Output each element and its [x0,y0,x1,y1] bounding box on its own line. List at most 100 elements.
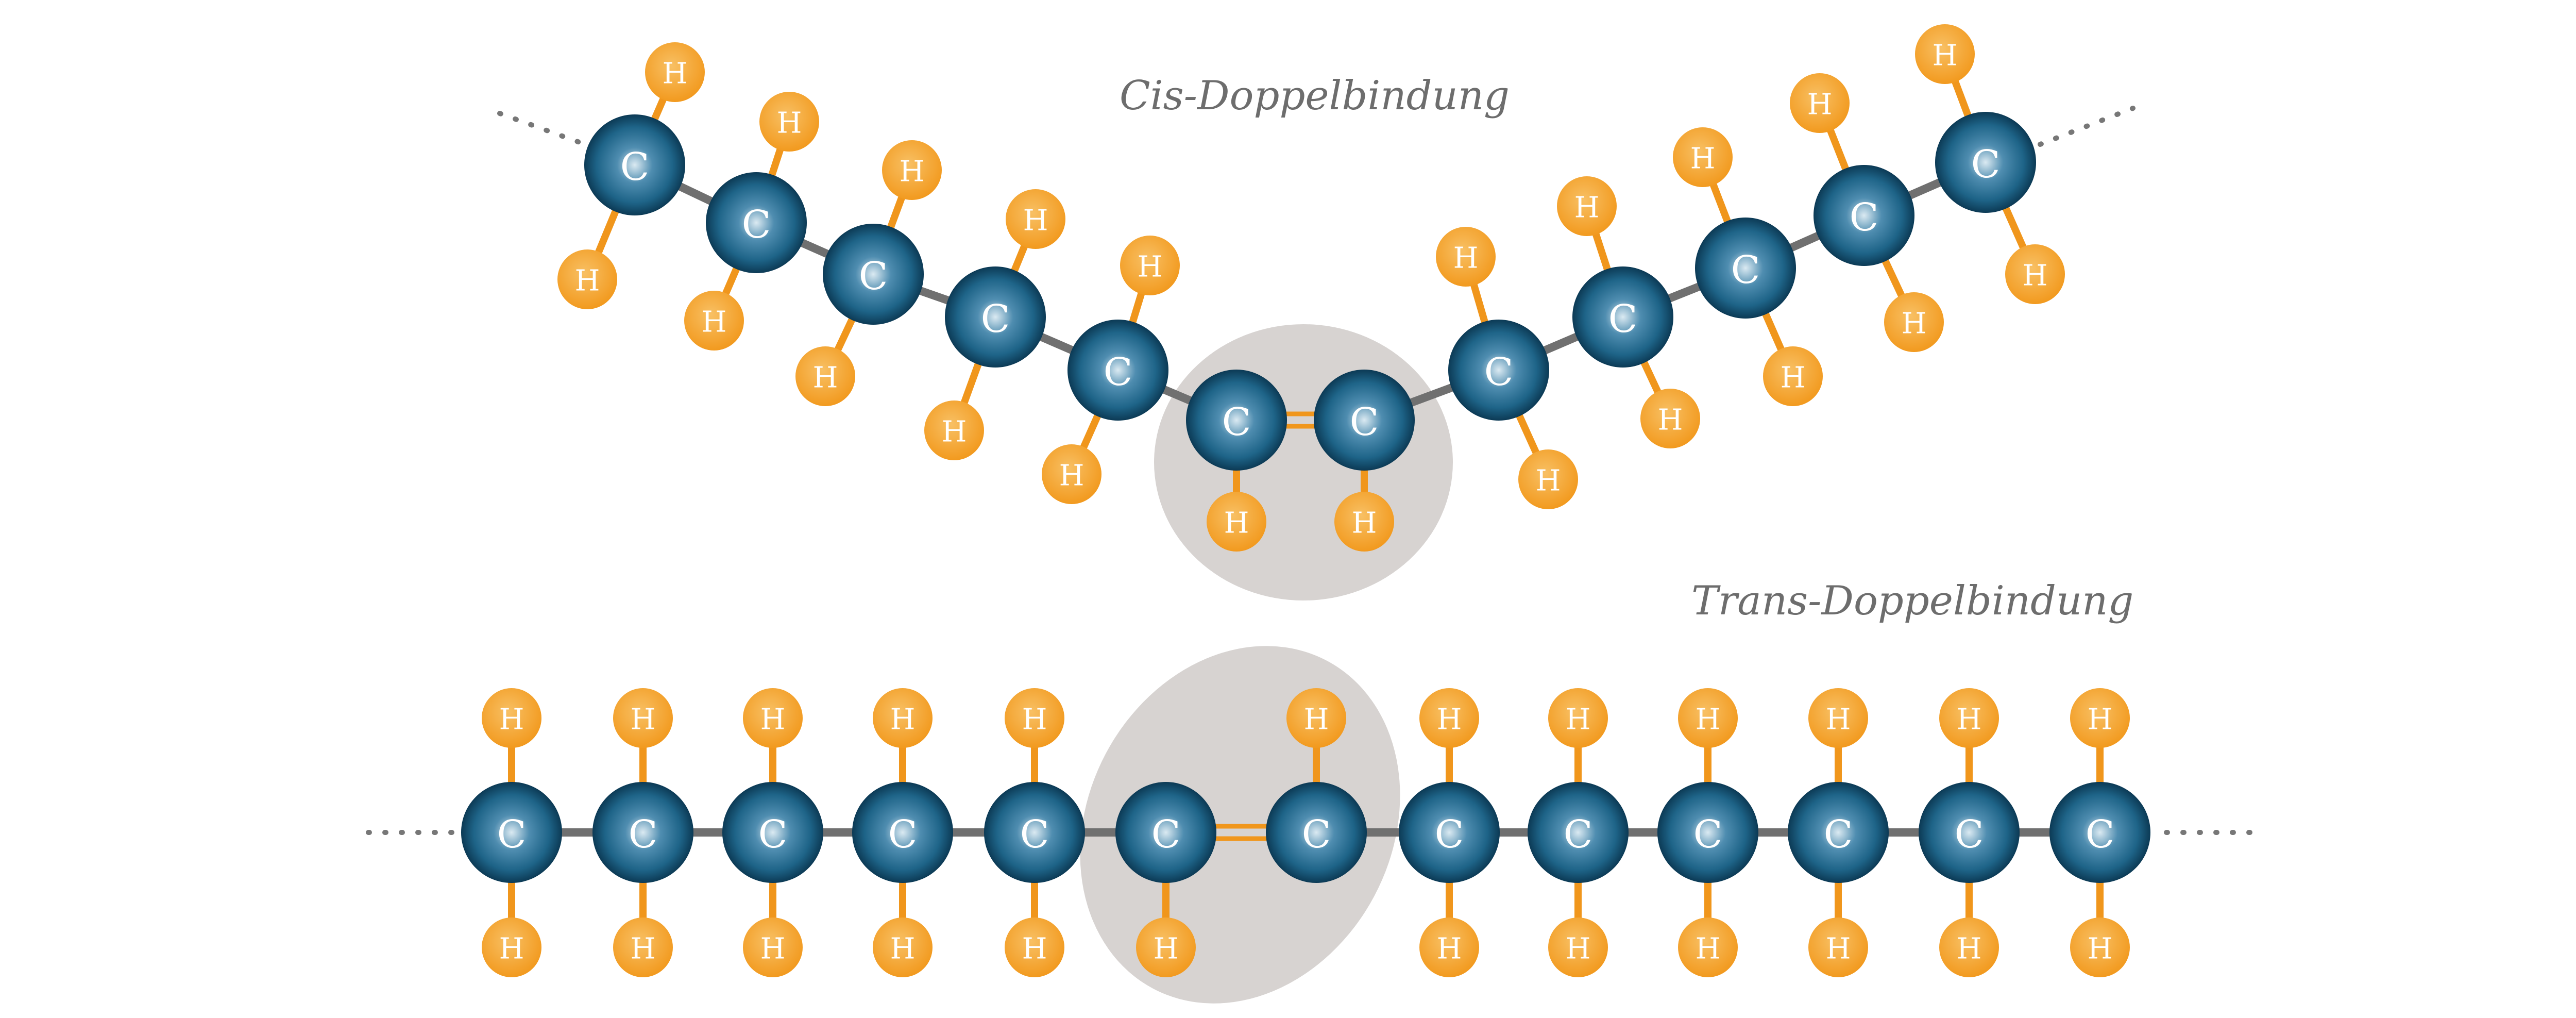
carbon-label: C [497,812,527,857]
carbon-atom: C [1314,370,1415,471]
hydrogen-atom: H [1790,73,1850,133]
hydrogen-atom: H [873,688,933,748]
hydrogen-label: H [890,703,916,737]
hydrogen-label: H [1690,142,1716,176]
cis-double-bond-highlight [1154,324,1453,600]
carbon-label: C [1302,812,1331,857]
carbon-atom: C [984,782,1085,883]
carbon-label: C [1955,812,1984,857]
carbon-label: C [1151,812,1181,857]
hydrogen-atom: H [1005,688,1064,748]
carbon-atom: C [1115,782,1216,883]
carbon-atom: C [1528,782,1629,883]
carbon-atom: C [584,114,685,215]
hydrogen-atom: H [2070,688,2130,748]
hydrogen-label: H [942,415,967,449]
carbon-atom: C [945,266,1046,368]
carbon-label: C [1608,297,1638,341]
hydrogen-atom: H [1006,189,1065,249]
hydrogen-atom: H [482,917,541,977]
carbon-label: C [1020,812,1049,857]
hydrogen-label: H [1957,703,1982,737]
hydrogen-label: H [1781,361,1806,395]
hydrogen-atom: H [2005,244,2065,304]
hydrogen-atom: H [613,688,673,748]
carbon-atom: C [1695,218,1796,319]
hydrogen-atom: H [1678,688,1738,748]
hydrogen-atom: H [1548,917,1608,977]
hydrogen-label: H [1696,703,1721,737]
hydrogen-label: H [2088,932,2113,966]
hydrogen-atom: H [482,688,541,748]
hydrogen-atom: H [1939,917,1999,977]
hydrogen-atom: H [1548,688,1608,748]
trans-double-bond-highlight [1080,646,1400,1004]
carbon-label: C [981,297,1010,341]
carbon-atom: C [1448,320,1549,421]
hydrogen-atom: H [1136,917,1196,977]
carbon-atom: C [1788,782,1889,883]
hydrogen-label: H [1352,507,1377,540]
hydrogen-label: H [1023,204,1048,238]
hydrogen-atom: H [557,249,617,309]
carbon-atom: C [461,782,562,883]
carbon-atom: C [1067,320,1168,421]
carbon-atom: C [1935,112,2036,213]
carbon-atom: C [1919,782,2020,883]
hydrogen-atom: H [613,917,673,977]
hydrogen-label: H [702,306,727,339]
carbon-label: C [1731,248,1760,292]
hydrogen-label: H [760,703,786,737]
hydrogen-label: H [1807,88,1833,122]
hydrogen-atom: H [1808,688,1868,748]
hydrogen-atom: H [1939,688,1999,748]
hydrogen-label: H [1154,932,1179,966]
hydrogen-label: H [890,932,916,966]
cis-chain-continuation-right [2038,106,2136,147]
hydrogen-label: H [777,107,802,140]
hydrogen-label: H [1059,459,1084,493]
carbon-label: C [1104,350,1133,394]
hydrogen-atom: H [1640,389,1700,448]
carbon-label: C [2086,812,2115,857]
hydrogen-atom: H [1763,346,1823,406]
hydrogen-label: H [1453,242,1479,275]
carbon-label: C [888,812,918,857]
hydrogen-label: H [1957,932,1982,966]
hydrogen-label: H [1224,507,1249,540]
carbon-label: C [629,812,658,857]
hydrogen-atom: H [924,400,984,460]
hydrogen-label: H [499,703,524,737]
carbon-atom: C [1266,782,1367,883]
hydrogen-label: H [1826,703,1851,737]
hydrogen-label: H [631,932,656,966]
hydrogen-label: H [1574,191,1600,225]
hydrogen-label: H [813,361,838,395]
hydrogen-label: H [1022,703,1047,737]
hydrogen-label: H [1566,703,1591,737]
hydrogen-atom: H [1005,917,1064,977]
hydrogen-label: H [1566,932,1591,966]
carbon-label: C [620,145,650,189]
hydrogen-label: H [1658,404,1683,437]
hydrogen-label: H [760,932,786,966]
hydrogen-atom: H [1436,227,1496,287]
carbon-label: C [758,812,788,857]
hydrogen-label: H [1933,39,1958,73]
carbon-atom: C [1814,165,1914,266]
carbon-atom: C [1399,782,1500,883]
hydrogen-atom: H [1334,492,1394,552]
carbon-label: C [859,254,888,298]
trans-title: Trans-Doppelbindung [1691,578,2133,624]
carbon-atom: C [823,224,924,325]
hydrogen-atom: H [1120,236,1180,295]
hydrogen-atom: H [1518,449,1578,509]
hydrogen-label: H [1304,703,1329,737]
cis-chain-continuation-left [497,111,585,146]
hydrogen-atom: H [882,140,942,200]
hydrogen-atom: H [795,346,855,406]
carbon-atom: C [852,782,953,883]
carbon-label: C [1824,812,1853,857]
